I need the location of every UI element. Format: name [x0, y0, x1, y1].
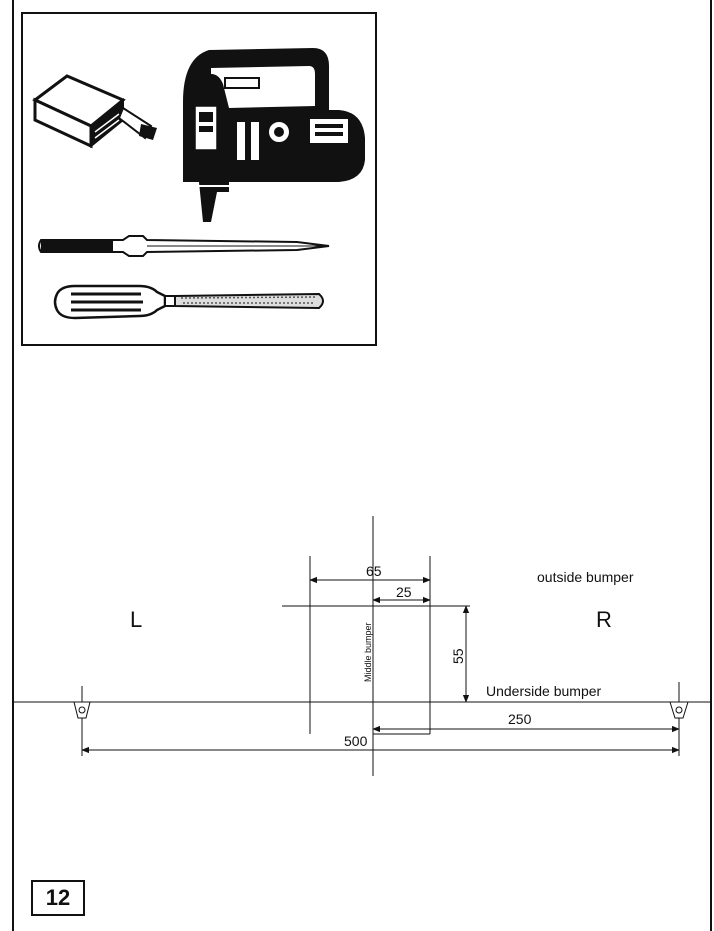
- file-icon: [53, 284, 324, 320]
- middle-bumper-label: Middle bumper: [363, 622, 373, 682]
- figure-number: 12: [31, 880, 85, 916]
- dimension-500: 500: [344, 733, 368, 749]
- underside-bumper-label: Underside bumper: [486, 683, 602, 699]
- dimension-250: 250: [508, 711, 532, 727]
- tape-measure-icon: [32, 74, 157, 149]
- tools-illustration-box: [21, 12, 377, 346]
- scriber-icon: [38, 235, 330, 257]
- right-side-label: R: [596, 607, 612, 632]
- dimension-65: 65: [366, 563, 382, 579]
- outside-bumper-label: outside bumper: [537, 569, 634, 585]
- jigsaw-icon: [183, 48, 365, 222]
- left-mount-icon: [73, 686, 91, 756]
- dimension-55: 55: [450, 648, 466, 664]
- right-mount-icon: [669, 682, 689, 756]
- tools-illustration: [32, 48, 365, 320]
- page-frame: [12, 0, 712, 931]
- left-side-label: L: [130, 607, 143, 632]
- figure-number-text: 12: [45, 885, 71, 910]
- dimension-25: 25: [396, 584, 412, 600]
